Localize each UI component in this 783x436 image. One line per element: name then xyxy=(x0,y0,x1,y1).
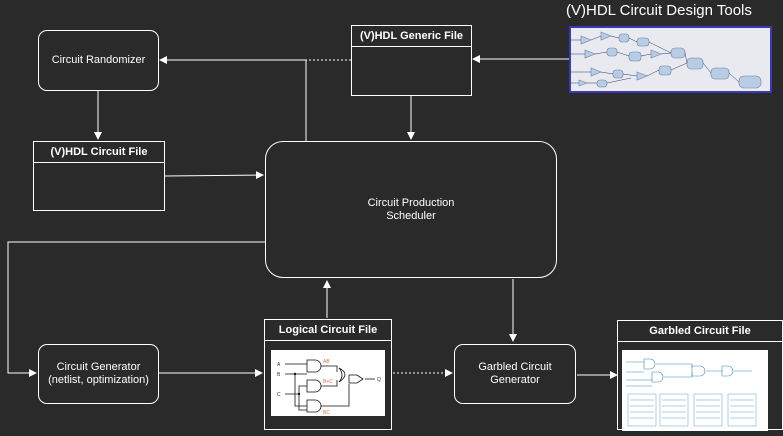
circuit-generator-node[interactable]: Circuit Generator (netlist, optimization… xyxy=(38,344,159,404)
vhdl-generic-file[interactable]: (V)HDL Generic File xyxy=(351,25,472,96)
vhdl-generic-file-title: (V)HDL Generic File xyxy=(352,26,471,47)
vhdl-circuit-file[interactable]: (V)HDL Circuit File xyxy=(33,141,165,211)
logical-circuit-file-title: Logical Circuit File xyxy=(265,320,391,341)
gate-label-ab: AB xyxy=(323,359,330,365)
logic-input-b: B xyxy=(277,372,281,378)
logic-schematic-image: A B C Q AB B+C BC xyxy=(271,350,385,416)
tools-schematic-graphic xyxy=(571,31,762,89)
arrow-scheduler-to-generator xyxy=(7,241,265,377)
tools-screenshot-image xyxy=(569,26,772,93)
gate-label-b-plus-c: B+C xyxy=(323,379,333,385)
garbled-table-image xyxy=(622,350,768,431)
logic-gate-diagram: A B C Q AB B+C BC xyxy=(277,359,381,416)
circuit-randomizer-node[interactable]: Circuit Randomizer xyxy=(38,30,159,91)
circuit-production-scheduler-node[interactable]: Circuit Production Scheduler xyxy=(265,141,557,278)
garbled-circuit-graphic xyxy=(626,358,757,427)
logic-output-q: Q xyxy=(377,377,381,383)
vhdl-circuit-file-title: (V)HDL Circuit File xyxy=(34,142,164,163)
tools-title: (V)HDL Circuit Design Tools xyxy=(566,2,752,19)
garbled-circuit-file-title: Garbled Circuit File xyxy=(618,321,782,342)
arrow-circuitfile-to-scheduler xyxy=(164,171,264,180)
garbled-circuit-generator-node[interactable]: Garbled Circuit Generator xyxy=(454,344,576,404)
logic-input-a: A xyxy=(277,362,281,368)
logic-input-c: C xyxy=(277,392,281,398)
gate-label-bc: BC xyxy=(323,410,330,416)
logical-circuit-file[interactable]: Logical Circuit File A B C Q AB B+C xyxy=(264,319,392,430)
garbled-circuit-file[interactable]: Garbled Circuit File xyxy=(617,320,783,431)
